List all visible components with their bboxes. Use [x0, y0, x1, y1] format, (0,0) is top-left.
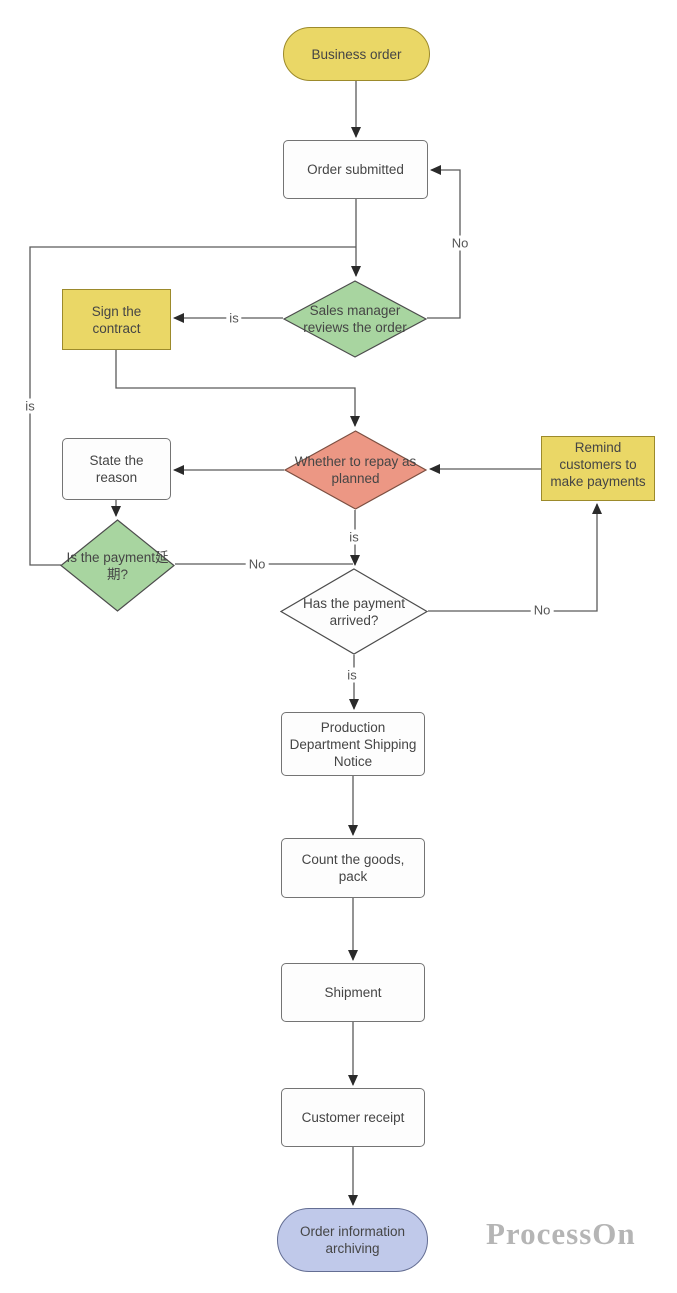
node-production-shipping-notice[interactable]: Production Department Shipping Notice [281, 712, 425, 776]
node-order-submitted[interactable]: Order submitted [283, 140, 428, 199]
node-label: Sales manager reviews the order [303, 303, 407, 335]
node-business-order[interactable]: Business order [283, 27, 430, 81]
node-state-reason[interactable]: State the reason [62, 438, 171, 500]
edge-label-repay-is: is [346, 529, 362, 545]
edge-label-arrived-is: is [344, 667, 360, 683]
edge-label-delay-is: is [22, 398, 38, 414]
node-count-goods-pack[interactable]: Count the goods, pack [281, 838, 425, 898]
node-label: Business order [311, 46, 402, 62]
node-label: Customer receipt [301, 1110, 405, 1125]
node-sign-contract[interactable]: Sign the contract [62, 289, 171, 350]
node-label: Sign the contract [91, 303, 142, 336]
edge-arrived-no-to-remind [428, 503, 602, 612]
node-label: Is the payment延期? [66, 549, 169, 582]
edge-label-arrived-no: No [530, 602, 554, 618]
edge-label-review-no: No [448, 235, 472, 251]
diamond-shape [280, 568, 428, 655]
diamond-shape [284, 430, 427, 510]
node-label: Remind customers to make payments [550, 440, 646, 489]
node-remind-customers[interactable]: Remind customers to make payments [541, 436, 655, 501]
diamond-shape [60, 519, 175, 612]
edge-sign-to-repay [115, 350, 360, 427]
node-label: Order submitted [307, 162, 404, 177]
processon-watermark: ProcessOn [486, 1216, 636, 1251]
node-label: State the reason [89, 453, 144, 485]
node-label: Shipment [324, 985, 382, 1000]
node-sales-review-decision[interactable]: Sales manager reviews the order [283, 280, 427, 358]
node-label: Whether to repay as planned [294, 454, 417, 486]
node-label: Has the payment arrived? [302, 595, 406, 628]
edge-label-delay-no: No [245, 556, 269, 572]
node-shipment[interactable]: Shipment [281, 963, 425, 1022]
node-payment-delay-decision[interactable]: Is the payment延期? [60, 519, 175, 612]
node-label: Order information archiving [299, 1224, 406, 1256]
edge-label-review-is: is [226, 310, 242, 326]
node-order-archiving[interactable]: Order information archiving [277, 1208, 428, 1272]
node-label: Production Department Shipping Notice [289, 719, 417, 769]
diamond-shape [283, 280, 427, 358]
node-repay-decision[interactable]: Whether to repay as planned [284, 430, 427, 510]
node-customer-receipt[interactable]: Customer receipt [281, 1088, 425, 1147]
node-payment-arrived-decision[interactable]: Has the payment arrived? [280, 568, 428, 655]
node-label: Count the goods, pack [301, 852, 405, 884]
